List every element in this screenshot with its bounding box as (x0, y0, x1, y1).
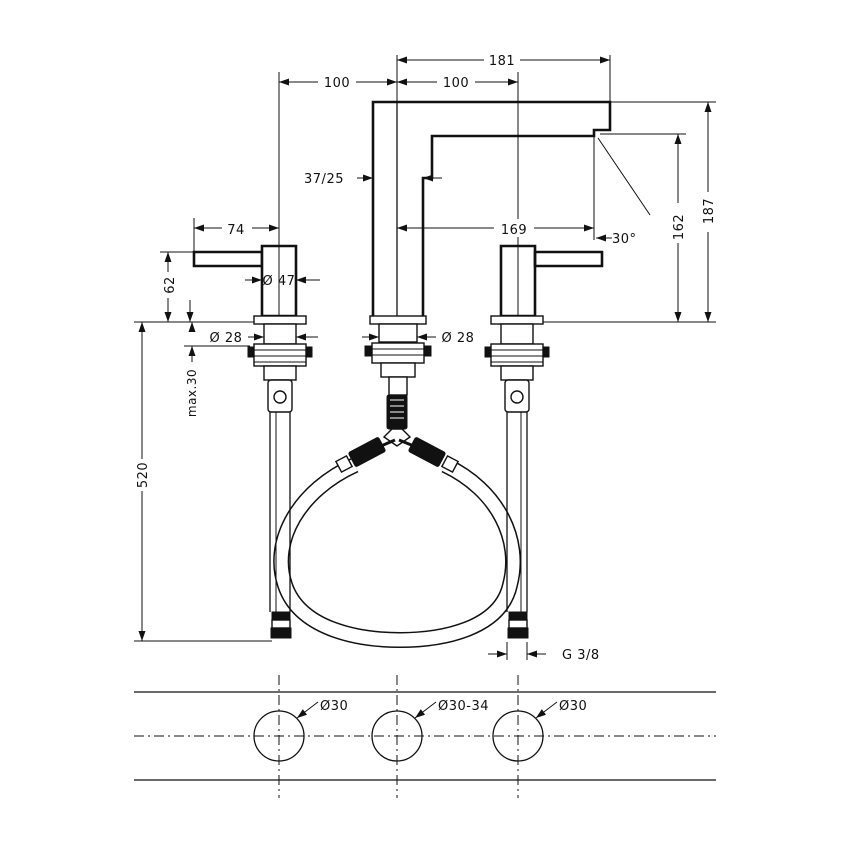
right-mounting-nut (484, 343, 550, 381)
spout (364, 100, 612, 447)
dim-162: 162 (672, 214, 687, 240)
dim-g-3-8: G 3/8 (562, 648, 600, 663)
dim-100-mid: 100 (443, 76, 469, 91)
spout-shank (382, 376, 412, 447)
dim-181: 181 (489, 54, 515, 69)
dim-dia-47: Ø 47 (263, 274, 296, 289)
hole-label-right: Ø30 (559, 699, 587, 714)
dim-100-left: 100 (324, 76, 350, 91)
hole-label-left: Ø30 (320, 699, 348, 714)
dim-169: 169 (501, 223, 527, 238)
dim-dia-28-left: Ø 28 (210, 331, 243, 346)
spout-mounting-nut (364, 342, 432, 378)
right-valve (484, 244, 604, 639)
dim-37-25: 37/25 (304, 172, 344, 187)
dim-30-degrees: 30° (612, 232, 637, 247)
dim-62: 62 (163, 276, 178, 294)
left-valve (192, 244, 313, 639)
dim-520: 520 (136, 462, 151, 488)
dim-187: 187 (702, 198, 717, 224)
center-deck-hole (371, 710, 423, 762)
supply-hose-loop (273, 437, 522, 649)
left-deck-hole (253, 710, 305, 762)
deck-plan-view: Ø30 Ø30-34 Ø30 (134, 675, 716, 798)
dimension-lines (138, 56, 712, 658)
dim-74: 74 (227, 223, 245, 238)
dimension-labels: 181 100 100 37/25 169 30° 162 187 74 62 … (133, 50, 717, 663)
left-mounting-nut (247, 343, 313, 381)
dim-max-30: max.30 (185, 369, 199, 417)
dim-dia-28-center: Ø 28 (442, 331, 475, 346)
extension-lines (134, 55, 716, 660)
hole-label-center: Ø30-34 (438, 699, 489, 714)
right-deck-hole (492, 710, 544, 762)
